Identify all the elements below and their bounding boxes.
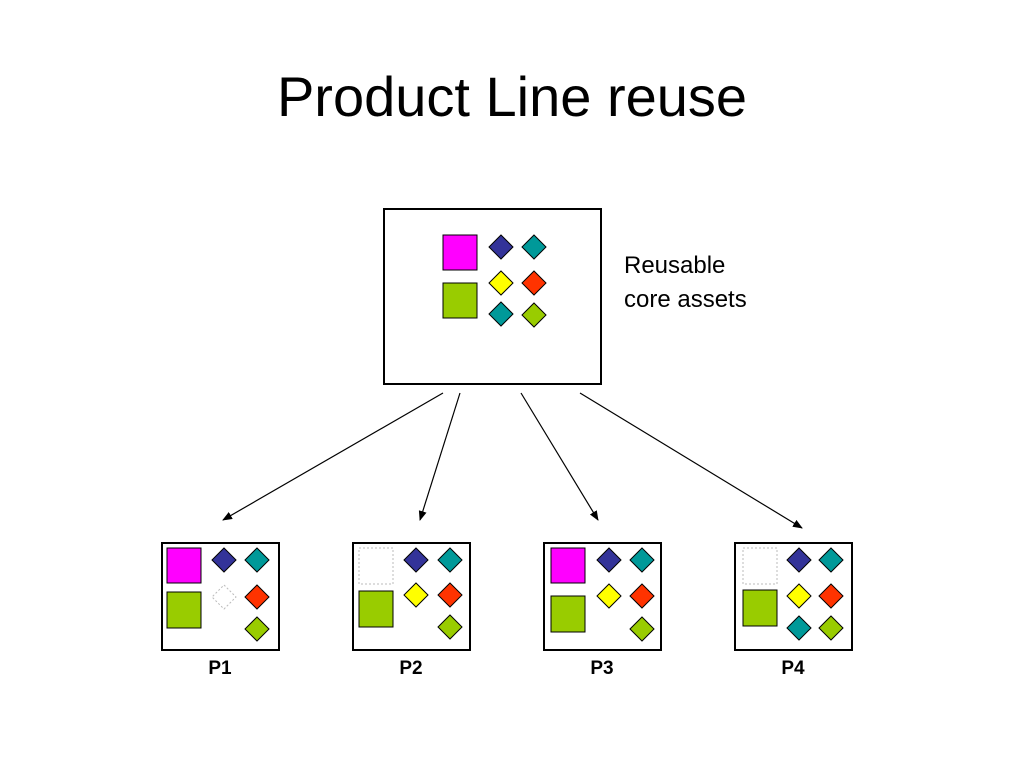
p3-diamond-orange bbox=[629, 583, 655, 609]
product-label-p3: P3 bbox=[590, 658, 614, 679]
product-label-p1: P1 bbox=[208, 658, 232, 679]
product-box-p2 bbox=[352, 542, 471, 651]
core-diamond-teal-2 bbox=[488, 301, 514, 327]
product-box-p1 bbox=[161, 542, 280, 651]
p4-diamond-yellow bbox=[786, 583, 812, 609]
p1-diamond-orange bbox=[244, 584, 270, 610]
p2-diamond-blue bbox=[403, 547, 429, 573]
p2-green-square bbox=[358, 590, 394, 628]
p2-diamond-yellow bbox=[403, 582, 429, 608]
p4-diamond-blue bbox=[786, 547, 812, 573]
p3-diamond-teal bbox=[629, 547, 655, 573]
p2-empty-square bbox=[358, 547, 394, 585]
core-assets-label-line-2: core assets bbox=[624, 286, 747, 313]
p2-diamond-orange bbox=[437, 582, 463, 608]
p4-green-square bbox=[742, 589, 778, 627]
p4-diamond-orange bbox=[818, 583, 844, 609]
p3-magenta-square bbox=[550, 547, 586, 584]
p4-diamond-teal bbox=[818, 547, 844, 573]
core-diamond-blue bbox=[488, 234, 514, 260]
p1-diamond-blue bbox=[211, 547, 237, 573]
product-label-p4: P4 bbox=[781, 658, 805, 679]
p3-diamond-yellow bbox=[596, 583, 622, 609]
arrow-to-p2 bbox=[418, 392, 461, 521]
arrow-to-p1 bbox=[222, 392, 444, 521]
product-box-p4 bbox=[734, 542, 853, 651]
arrow-to-p3 bbox=[520, 392, 599, 521]
arrow-to-p4 bbox=[579, 392, 803, 529]
p4-empty-square bbox=[742, 547, 778, 585]
core-magenta-square bbox=[442, 234, 478, 271]
p1-magenta-square bbox=[166, 547, 202, 584]
product-label-p2: P2 bbox=[399, 658, 423, 679]
core-assets-box bbox=[383, 208, 602, 385]
page-title: Product Line reuse bbox=[276, 65, 748, 128]
p1-green-square bbox=[166, 591, 202, 629]
core-diamond-lime bbox=[521, 302, 547, 328]
core-diamond-teal bbox=[521, 234, 547, 260]
p1-diamond-lime bbox=[244, 616, 270, 642]
p1-diamond-teal bbox=[244, 547, 270, 573]
core-diamond-yellow bbox=[488, 270, 514, 296]
p1-diamond-empty bbox=[211, 584, 237, 610]
p3-diamond-lime bbox=[629, 616, 655, 642]
core-green-square bbox=[442, 282, 478, 319]
core-diamond-orange bbox=[521, 270, 547, 296]
core-assets-label-line-1: Reusable bbox=[624, 252, 726, 279]
reuse-arrows bbox=[222, 392, 803, 529]
p3-green-square bbox=[550, 595, 586, 633]
p2-diamond-teal bbox=[437, 547, 463, 573]
p3-diamond-blue bbox=[596, 547, 622, 573]
p4-diamond-lime bbox=[818, 615, 844, 641]
p2-diamond-lime bbox=[437, 614, 463, 640]
product-box-p3 bbox=[543, 542, 662, 651]
core-assets-label: Reusable core assets bbox=[624, 249, 747, 317]
p4-diamond-teal-2 bbox=[786, 615, 812, 641]
